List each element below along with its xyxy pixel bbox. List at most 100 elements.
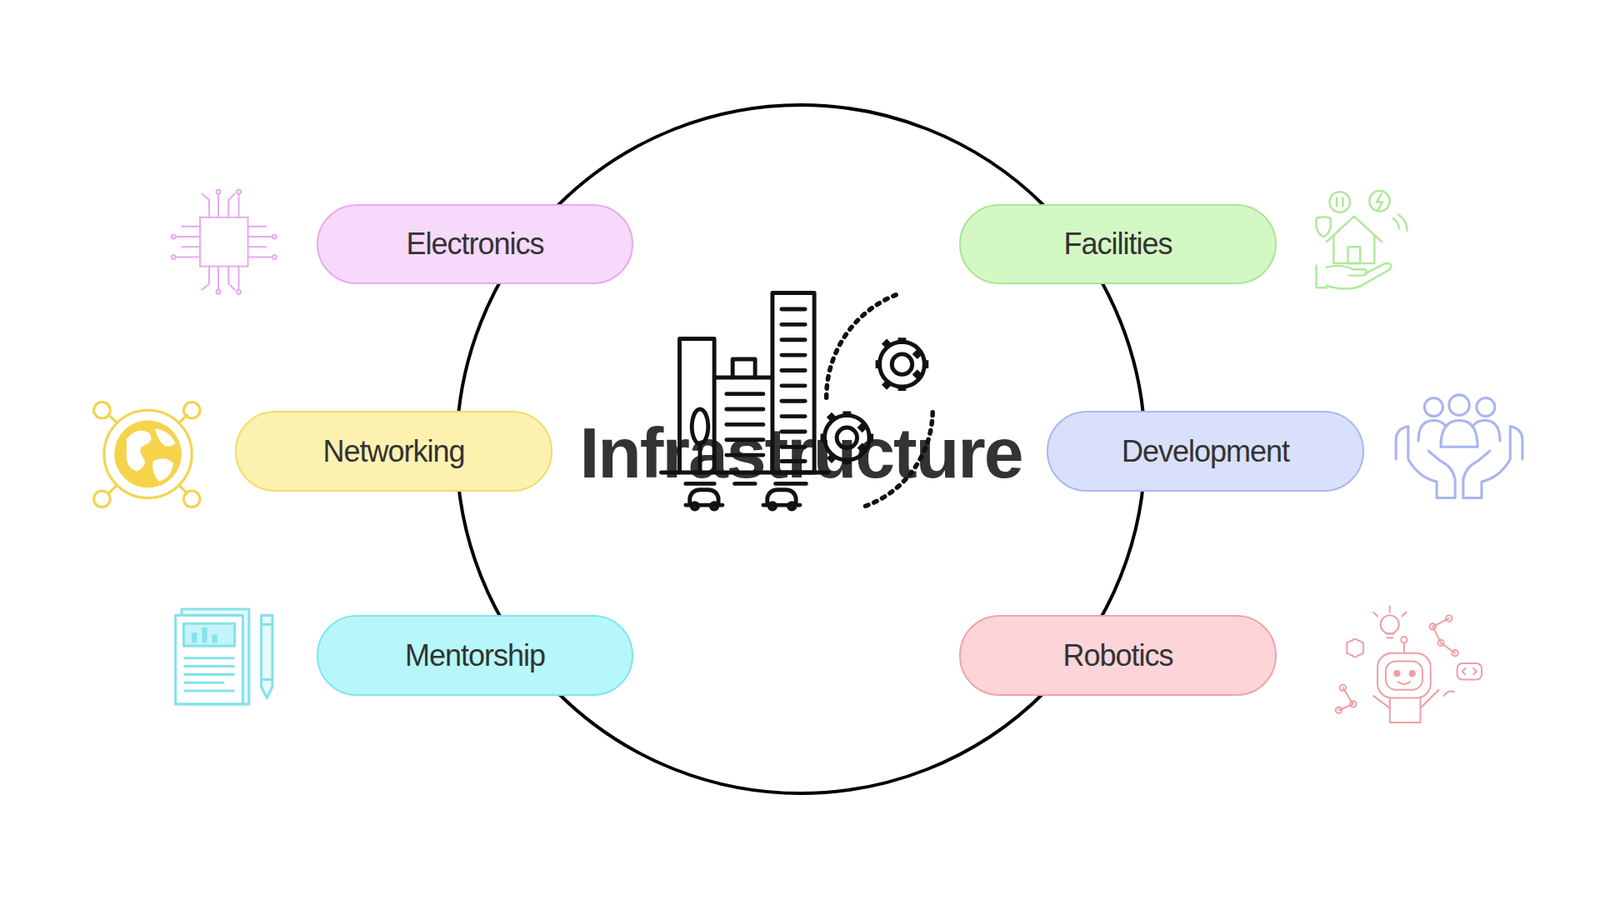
city-illustration-part xyxy=(698,444,703,473)
globe-icon-part xyxy=(94,401,111,419)
report-icon xyxy=(175,609,273,705)
robot-icon-part xyxy=(1445,615,1452,621)
house-hand-icon-part xyxy=(1326,216,1382,243)
city-illustration-part xyxy=(891,354,912,375)
city-illustration-part xyxy=(726,422,764,427)
house-hand-icon-part xyxy=(1330,191,1350,212)
city-illustration-part xyxy=(685,490,723,505)
city-illustration-part xyxy=(880,341,925,387)
city-illustration-part xyxy=(781,414,805,419)
city-illustration-part xyxy=(732,359,755,378)
robot-icon-part xyxy=(1335,707,1342,714)
city-illustration-part xyxy=(772,292,815,473)
city-illustration-part xyxy=(789,503,795,510)
report-icon-part xyxy=(191,632,197,643)
hub-title: Infrastructure xyxy=(455,410,1147,495)
robot-icon-part xyxy=(1390,698,1421,723)
chip-icon-part xyxy=(216,190,221,195)
house-hand-icon xyxy=(1316,190,1408,290)
robot-icon-part xyxy=(1394,670,1400,676)
city-illustration-part xyxy=(781,445,805,450)
city-illustration-part xyxy=(781,337,805,342)
report-icon-part xyxy=(212,635,218,644)
city-illustration-part xyxy=(781,322,805,327)
robot-icon-part xyxy=(1373,690,1439,709)
city-illustration-part xyxy=(763,490,800,505)
chip-icon-part xyxy=(272,235,277,240)
robot-icon-part xyxy=(1380,615,1400,634)
team-hands-icon-part xyxy=(1472,420,1500,440)
city-illustration-part xyxy=(781,459,805,464)
city-illustration-part xyxy=(781,368,805,373)
globe-icon xyxy=(94,401,200,507)
city-illustration-part xyxy=(781,353,805,358)
topic-pill: Facilities xyxy=(959,204,1277,285)
report-icon-part xyxy=(260,615,272,698)
city-illustration-part xyxy=(714,377,773,473)
city-illustration-part xyxy=(726,437,764,442)
city-illustration-part xyxy=(660,470,829,475)
city-illustration-part xyxy=(824,415,870,460)
chip-icon-part xyxy=(236,190,241,195)
house-hand-icon-part xyxy=(1333,235,1375,264)
city-illustration-part xyxy=(726,407,764,412)
report-icon-part xyxy=(183,658,235,691)
chip-icon-part xyxy=(209,194,240,218)
robot-icon-part xyxy=(1410,670,1415,676)
topic-pill: Mentorship xyxy=(316,615,634,696)
robot-icon-part xyxy=(1350,700,1356,707)
topic-pill: Robotics xyxy=(959,615,1277,696)
globe-icon-part xyxy=(183,401,200,419)
globe-icon-part xyxy=(94,490,111,508)
city-illustration xyxy=(660,292,933,510)
robot-icon-part xyxy=(1437,640,1444,646)
chip-icon-part xyxy=(272,255,277,260)
globe-icon-part xyxy=(104,410,192,498)
robot-icon-part xyxy=(1432,618,1455,654)
city-illustration-part xyxy=(820,410,874,465)
globe-icon-part xyxy=(108,414,189,495)
team-hands-icon-part xyxy=(1424,398,1443,417)
pill-label: Mentorship xyxy=(405,638,545,674)
report-icon-part xyxy=(183,623,235,646)
topic-pill: Electronics xyxy=(316,204,634,285)
house-hand-icon-part xyxy=(1326,263,1392,290)
pill-label: Networking xyxy=(322,434,465,470)
city-illustration-part xyxy=(710,503,717,510)
city-illustration-part xyxy=(781,383,805,388)
team-hands-icon xyxy=(1395,395,1523,499)
city-illustration-part xyxy=(781,307,805,312)
house-hand-icon-part xyxy=(1316,265,1327,288)
city-illustration-part xyxy=(680,339,715,473)
team-hands-icon-part xyxy=(1510,426,1523,460)
globe-icon-part xyxy=(126,428,176,482)
pill-label: Development xyxy=(1121,434,1290,470)
robot-icon-part xyxy=(1377,653,1431,699)
city-illustration-part xyxy=(875,337,930,391)
chip-icon-part xyxy=(171,255,176,260)
report-icon-part xyxy=(181,609,250,705)
robot-icon-part xyxy=(1444,691,1455,697)
city-illustration-part xyxy=(691,409,709,445)
chip-icon-part xyxy=(201,194,235,290)
robot-icon-part xyxy=(1403,642,1405,653)
robot-icon-part xyxy=(1451,650,1458,656)
globe-icon-part xyxy=(183,490,200,508)
robot-icon-part xyxy=(1346,639,1364,658)
city-illustration-part xyxy=(726,391,764,396)
city-illustration-part xyxy=(781,430,805,435)
city-illustration-part xyxy=(775,481,807,486)
city-illustration-part xyxy=(726,453,764,458)
robot-icon-part xyxy=(1462,668,1477,675)
robot-icon-part xyxy=(1400,636,1407,643)
robot-icon-part xyxy=(1457,663,1482,680)
robot-icon-part xyxy=(1340,685,1346,691)
team-hands-icon-part xyxy=(1463,426,1510,499)
team-hands-icon-part xyxy=(1440,420,1478,447)
chip-icon-part xyxy=(216,290,221,295)
robot-icon-part xyxy=(1385,660,1423,690)
chip-icon-part xyxy=(171,235,176,240)
team-hands-icon-part xyxy=(1395,426,1409,460)
chip-icon-part xyxy=(175,226,200,258)
